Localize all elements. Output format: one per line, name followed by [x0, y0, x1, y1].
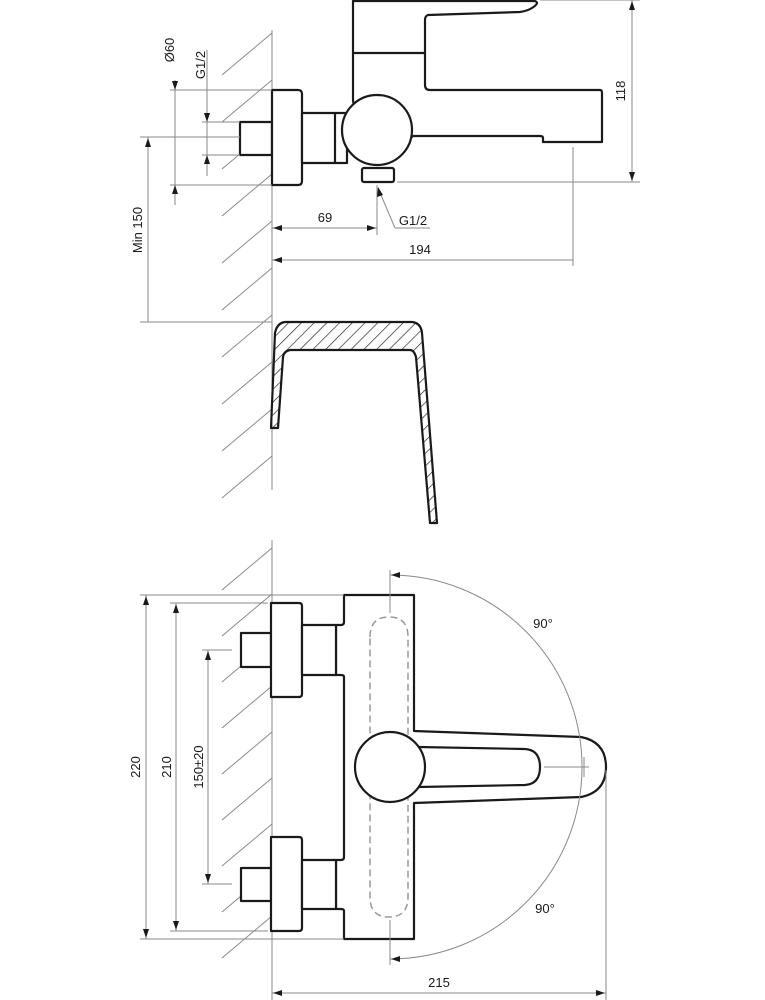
side-view: 118 Ø60 G1/2 Min 150 69 G1/2 194	[130, 0, 640, 499]
wall-hatch-line	[221, 777, 273, 821]
wall-hatch-line	[221, 32, 273, 76]
escutcheon-lower	[269, 835, 304, 933]
dim-outlet-offset-label: 69	[318, 210, 332, 225]
mixer-body	[351, 0, 604, 152]
wall-hatch-line	[221, 915, 273, 959]
wall-hatch-line	[221, 408, 273, 452]
connector	[300, 111, 349, 165]
dim-depth-label: 194	[409, 242, 431, 257]
dim-min-height-label: Min 150	[130, 207, 145, 253]
angle-upper-label: 90°	[533, 616, 553, 631]
lever-cross-section	[269, 320, 439, 525]
wall-hatching-top	[221, 32, 273, 499]
inlet-pipe-lower	[239, 866, 273, 903]
inlet-pipe-upper	[239, 631, 273, 669]
wall-hatch-line	[221, 314, 273, 358]
diverter-outlet	[360, 166, 396, 184]
lever-slot	[417, 745, 542, 789]
wall-hatch-line	[221, 593, 273, 637]
lever-rotation-outline	[369, 616, 409, 918]
front-view: 90° 90° 220 210 150±20 215	[128, 540, 608, 1000]
connector-lower	[300, 858, 338, 911]
dim-escutcheon-span-label: 210	[159, 756, 174, 778]
wall-hatch-line	[221, 79, 273, 123]
wall-hatch-line	[221, 220, 273, 264]
wall-hatch-line	[221, 361, 273, 405]
dim-inlet-spacing-label: 150±20	[191, 745, 206, 788]
wall-hatch-line	[221, 547, 273, 591]
dim-outlet-thread-label: G1/2	[399, 213, 427, 228]
dim-height-label: 118	[613, 81, 628, 102]
wall-hatch-line	[221, 267, 273, 311]
wall-hatch-line	[221, 731, 273, 775]
angle-lower-label: 90°	[535, 901, 555, 916]
escutcheon-upper	[269, 601, 304, 699]
connector-upper	[300, 623, 338, 677]
wall-hatch-line	[221, 455, 273, 499]
dim-total-height-label: 220	[128, 756, 143, 778]
wall-hatch-line	[221, 173, 273, 217]
dim-diameter-label: Ø60	[162, 38, 177, 63]
dim-width-label: 215	[428, 975, 450, 990]
wall-hatch-line	[221, 685, 273, 729]
inlet-pipe	[238, 120, 274, 157]
lever-knob	[353, 730, 427, 804]
escutcheon	[270, 88, 304, 187]
dim-inlet-thread-label: G1/2	[193, 51, 208, 79]
wall-hatch-line	[221, 823, 273, 867]
diverter-ball	[340, 93, 414, 167]
